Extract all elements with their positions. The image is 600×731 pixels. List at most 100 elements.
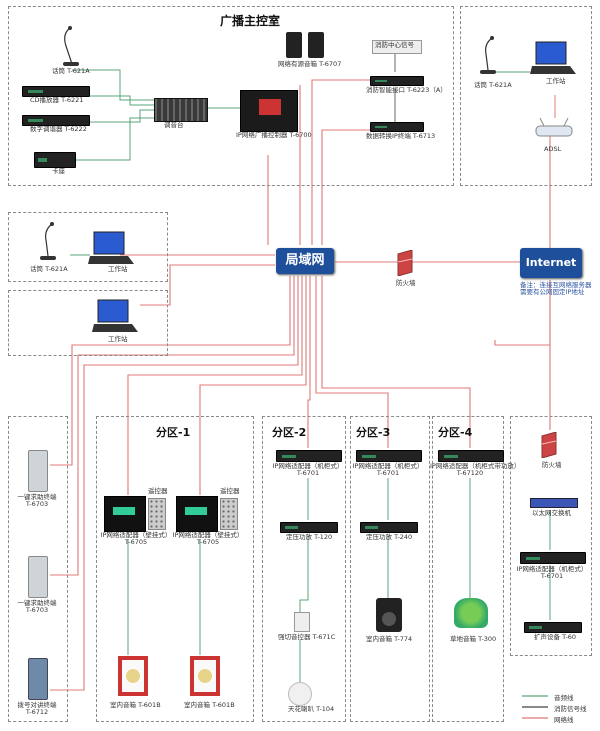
ceiling-speaker-icon: [288, 682, 312, 706]
help-terminal-icon: [28, 450, 48, 492]
zone4-speaker-label: 草地音箱 T-300: [450, 635, 497, 643]
help-terminal-icon: [28, 556, 48, 598]
fire-signal-label: 消防中心信号: [375, 41, 414, 49]
zone1-title: 分区-1: [156, 426, 191, 439]
speaker-left-icon: [286, 32, 302, 58]
firewall-label: 防火墙: [396, 279, 416, 287]
zone1-spk1-label: 室内音箱 T-601B: [110, 701, 161, 709]
zone1-remote1-label: 遥控器: [148, 487, 168, 495]
zone3-amp-label: 定压功放 T-240: [366, 533, 413, 541]
speaker-right-icon: [308, 32, 324, 58]
lan-workstation2-label: 工作站: [108, 335, 128, 343]
legend-lines: [522, 695, 548, 719]
zone1-remote2-label: 遥控器: [220, 487, 240, 495]
wall-terminal-icon: [104, 496, 146, 532]
rack-adapter-icon: [520, 552, 586, 564]
lan-hub: 局域网: [276, 248, 334, 274]
right-adapter-label: IP网络适配器（机柜式） T-6701: [516, 565, 588, 581]
legend-audio: 音频线: [554, 694, 574, 702]
wall-terminal-icon: [176, 496, 218, 532]
zone2-title: 分区-2: [272, 426, 307, 439]
lawn-speaker-icon: [454, 598, 488, 628]
amplifier-icon: [360, 522, 418, 533]
laptop-icon: [530, 41, 576, 74]
zone3-adapter-label: IP网络适配器（机柜式） T-6701: [352, 462, 424, 478]
zone2-adapter-label: IP网络适配器（机柜式） T-6701: [272, 462, 344, 478]
zone1-term1-label: IP网络适配器（壁挂式） T-6705: [100, 531, 172, 547]
microphone-icon: [63, 26, 79, 66]
zone2-amp-label: 定压功放 T-120: [286, 533, 333, 541]
indoor-speaker-icon: [118, 656, 148, 696]
help1-label: 一键求助终端 T-6703: [17, 493, 57, 509]
laptop-icon: [92, 299, 138, 332]
microphone-icon: [480, 36, 496, 74]
mixer-label: 调音台: [164, 121, 184, 129]
router-icon: [535, 118, 573, 137]
zone1-spk2-label: 室内音箱 T-601B: [184, 701, 235, 709]
volume-control-icon: [294, 612, 310, 632]
zone3-title: 分区-3: [356, 426, 391, 439]
speakers-label: 网络有源音箱 T-6707: [278, 60, 342, 68]
intercom-label: 拨号对讲终端 T-6712: [17, 701, 57, 717]
remote-control-icon: [220, 498, 238, 530]
data-interface-icon: [370, 122, 424, 132]
adsl-label: ADSL: [544, 145, 562, 153]
remote-mic-label: 话筒 T-621A: [474, 81, 512, 89]
server-label: IP网络广播控制器 T-6700: [236, 131, 312, 139]
amplifier-icon: [280, 522, 338, 533]
remote-office-region: [460, 6, 592, 186]
internet-hub: Internet: [520, 248, 582, 278]
zone2-region: [262, 416, 346, 722]
tuner-label: 数字调谐器 T-6222: [30, 125, 87, 133]
cd-player-icon: [22, 86, 90, 97]
tuner-icon: [22, 115, 90, 126]
amplifier-icon: [524, 622, 582, 633]
internet-note: 备注：连接互网络服务器需要有公网固定IP地址: [520, 281, 592, 297]
firewall-icon: [541, 432, 557, 458]
indoor-speaker-icon: [190, 656, 220, 696]
firewall-icon: [397, 250, 413, 276]
zone3-speaker-label: 室内音箱 T-774: [366, 635, 413, 643]
rack-adapter-icon: [438, 450, 504, 462]
zone4-adapter-label: IP网络适配器（机柜式带功放） T-67120: [430, 462, 521, 478]
fire-signal-box: [372, 40, 422, 54]
cassette-icon: [34, 152, 76, 168]
control-mic-label: 话筒 T-621A: [52, 67, 90, 75]
control-room-title: 广播主控室: [220, 14, 281, 28]
zone2-ceiling-label: 天花喇叭 T-104: [288, 705, 335, 713]
right-firewall-label: 防火墙: [542, 461, 562, 469]
remote-control-icon: [148, 498, 166, 530]
right-switch-label: 以太网交换机: [532, 509, 571, 517]
laptop-icon: [88, 231, 134, 264]
zone1-term2-label: IP网络适配器（壁挂式） T-6705: [172, 531, 244, 547]
intercom-icon: [28, 658, 48, 700]
lan-station-region-1: [8, 212, 168, 282]
rack-adapter-icon: [356, 450, 422, 462]
legend-network: 网络线: [554, 716, 574, 724]
zone1-region: [96, 416, 254, 722]
data-interface-label: 数据转换IP终端 T-6713: [366, 132, 436, 140]
mixer-icon: [154, 98, 208, 122]
fire-interface-icon: [370, 76, 424, 86]
lan-mic-label: 话筒 T-621A: [30, 265, 68, 273]
zone2-volume-label: 强切音控器 T-671C: [278, 633, 336, 641]
zone4-region: [432, 416, 504, 722]
lan-workstation1-label: 工作站: [108, 265, 128, 273]
legend-fire: 消防信号线: [554, 705, 587, 713]
fire-interface-label: 消防智能接口 T-6223（A）: [366, 86, 447, 94]
remote-workstation-label: 工作站: [546, 77, 566, 85]
right-amp-label: 扩声设备 T-60: [534, 633, 577, 641]
cassette-label: 卡座: [52, 167, 65, 175]
rack-adapter-icon: [276, 450, 342, 462]
left-column-region: [8, 416, 68, 722]
zone4-title: 分区-4: [438, 426, 473, 439]
lan-station-region-2: [8, 290, 168, 356]
cd-player-label: CD播放器 T-6221: [30, 96, 84, 104]
zone3-region: [350, 416, 430, 722]
control-room-region: [8, 6, 454, 186]
microphone-icon: [40, 222, 56, 260]
right-column-region: [510, 416, 592, 656]
switch-icon: [530, 498, 578, 508]
indoor-speaker-icon: [376, 598, 402, 632]
server-rack-icon: [240, 90, 298, 132]
